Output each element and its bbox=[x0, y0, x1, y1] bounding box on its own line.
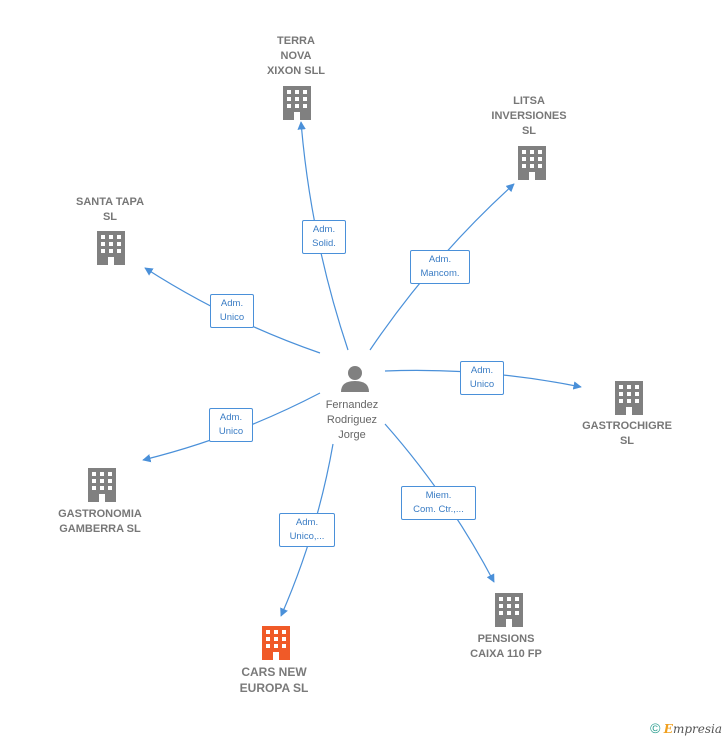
relation-label-litsa: Adm. Mancom. bbox=[410, 250, 470, 284]
relation-label-santa: Adm. Unico bbox=[210, 294, 254, 328]
brand-footer[interactable]: © Empresia bbox=[650, 720, 722, 736]
relation-label-gastronomia: Adm. Unico bbox=[209, 408, 253, 442]
relation-label-cars: Adm. Unico,... bbox=[279, 513, 335, 547]
relation-label-terra: Adm. Solid. bbox=[302, 220, 346, 254]
nodes bbox=[88, 86, 643, 660]
company-label-gastrochigre[interactable]: GASTROCHIGRE SL bbox=[582, 420, 672, 447]
relation-label-gastrochigre: Adm. Unico bbox=[460, 361, 504, 395]
company-label-cars[interactable]: CARS NEW EUROPA SL bbox=[239, 665, 309, 695]
building-icon-pensions[interactable] bbox=[495, 593, 523, 627]
building-icon-gastronomia[interactable] bbox=[88, 468, 116, 502]
building-icon-gastrochigre[interactable] bbox=[615, 381, 643, 415]
building-icon-cars[interactable] bbox=[262, 626, 290, 660]
relation-label-pensions: Miem. Com. Ctr.,... bbox=[401, 486, 476, 520]
edges bbox=[142, 121, 582, 617]
company-label-gastronomia[interactable]: GASTRONOMIA GAMBERRA SL bbox=[58, 508, 142, 535]
company-label-pensions[interactable]: PENSIONS CAIXA 110 FP bbox=[470, 633, 542, 660]
person-icon[interactable] bbox=[341, 366, 369, 392]
company-label-litsa[interactable]: LITSA INVERSIONES SL bbox=[491, 95, 567, 137]
company-label-santa[interactable]: SANTA TAPA SL bbox=[75, 196, 145, 223]
person-label[interactable]: Fernandez Rodriguez Jorge bbox=[325, 399, 379, 441]
copyright-icon: © bbox=[650, 720, 661, 736]
building-icon-litsa[interactable] bbox=[518, 146, 546, 180]
building-icon-terra[interactable] bbox=[283, 86, 311, 120]
company-label-terra[interactable]: TERRA NOVA XIXON SLL bbox=[266, 35, 326, 77]
brand-logo: Empresia bbox=[663, 722, 722, 736]
building-icon-santa[interactable] bbox=[97, 231, 125, 265]
